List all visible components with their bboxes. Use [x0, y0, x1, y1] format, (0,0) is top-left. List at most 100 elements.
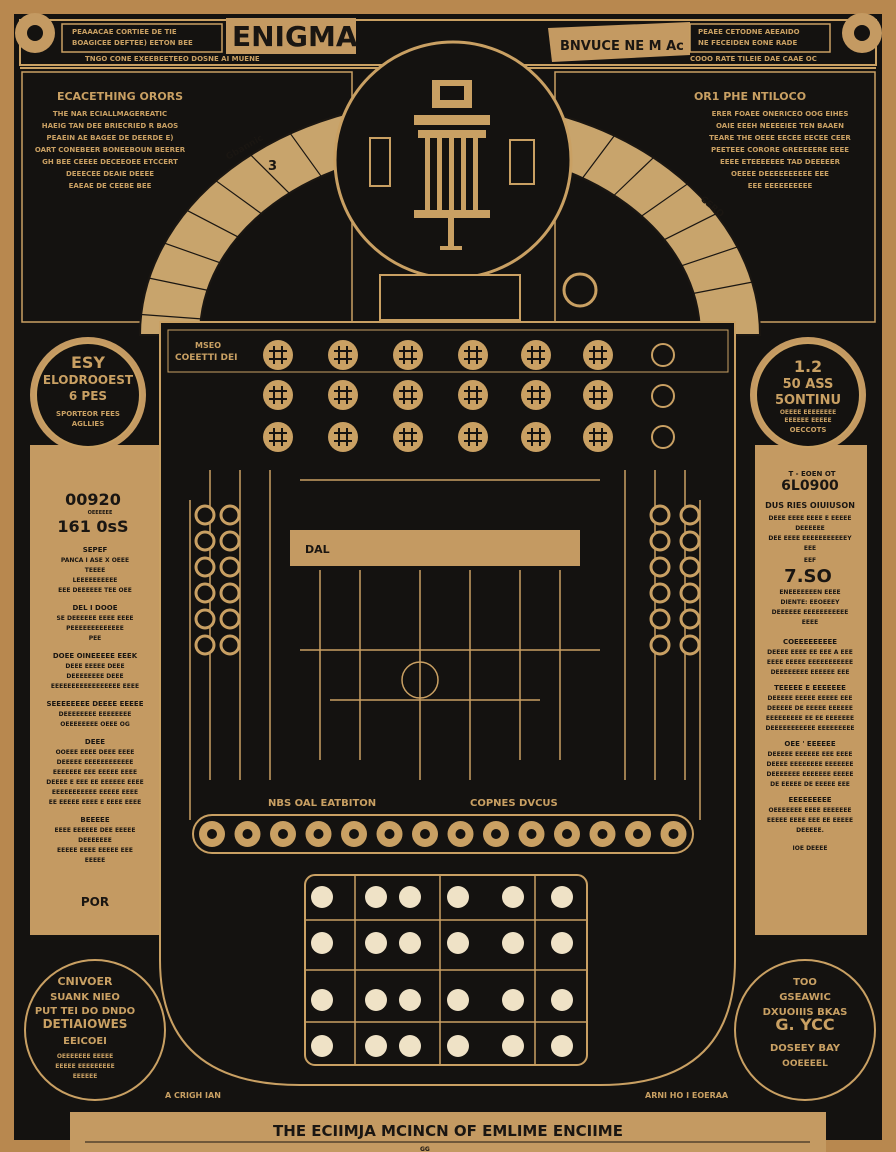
- text-line: EEEE ETEEEEEEE TAD DEEEEER: [720, 158, 841, 166]
- plug-socket[interactable]: [399, 989, 421, 1011]
- header-left-line: PEAAACAE CORTIEE DE TIE: [72, 28, 177, 36]
- text-line: OOEEE EEEE DEEE EEEE: [56, 749, 135, 756]
- plug-socket[interactable]: [447, 1035, 469, 1057]
- plug-socket[interactable]: [447, 932, 469, 954]
- badge-text: OOEEEEL: [782, 1059, 828, 1069]
- badge-text: OEEEEEEE EEEEE: [57, 1053, 113, 1060]
- key-center: [313, 829, 324, 839]
- plug-socket[interactable]: [311, 989, 333, 1011]
- plug-socket[interactable]: [399, 1035, 421, 1057]
- dial-tick: [641, 183, 688, 217]
- plug-socket[interactable]: [502, 989, 524, 1011]
- jack[interactable]: [194, 634, 216, 656]
- panel-footer: POR: [81, 895, 109, 909]
- badge-text: EEEEEE: [73, 1073, 98, 1080]
- big-number: 6L0900: [781, 478, 839, 494]
- lamp-grid: [464, 346, 482, 364]
- title-plate: [226, 18, 356, 54]
- text-line: EEEEEEEEE EE EE EEEEEEE: [766, 715, 854, 722]
- text-line: OEEEEEE: [88, 510, 113, 516]
- lamp-grid: [399, 386, 417, 404]
- plug-socket[interactable]: [365, 989, 387, 1011]
- plug-socket[interactable]: [502, 1035, 524, 1057]
- jack[interactable]: [649, 530, 671, 552]
- big-number: 161 0sS: [57, 517, 128, 536]
- keyboard: [199, 821, 687, 847]
- jack[interactable]: [649, 582, 671, 604]
- text-line: PANCA I ASE X OEEE: [61, 557, 129, 564]
- text-line: DEEEEE EEEEEEEEEEEE: [57, 759, 134, 766]
- text-line: EEEEE: [85, 857, 106, 864]
- plug-socket[interactable]: [365, 886, 387, 908]
- jack[interactable]: [649, 504, 671, 526]
- panel-footer: IOE DEEEE: [793, 845, 828, 852]
- lamp-socket: [651, 343, 675, 367]
- text-line: OEE ' EEEEEE: [784, 740, 835, 748]
- big-number: 00920: [65, 490, 121, 509]
- plug-socket[interactable]: [551, 932, 573, 954]
- jack[interactable]: [219, 582, 241, 604]
- text-line: DE EEEEE DE EEEEE EEE: [770, 781, 850, 788]
- rotor-dial[interactable]: [138, 99, 762, 336]
- plug-socket[interactable]: [447, 886, 469, 908]
- jack[interactable]: [679, 608, 701, 630]
- text-line: PEE: [89, 635, 102, 642]
- jack[interactable]: [649, 634, 671, 656]
- text-line: T - EOEN OT: [788, 470, 835, 478]
- plug-socket[interactable]: [399, 886, 421, 908]
- jack[interactable]: [194, 504, 216, 526]
- dial-ticks: [141, 133, 753, 320]
- jack[interactable]: [649, 556, 671, 578]
- badge-text: PUT TEI DO DNDO: [35, 1006, 135, 1017]
- key-center: [597, 829, 608, 839]
- plug-socket[interactable]: [365, 1035, 387, 1057]
- text-line: DEEEEEEEE DEEE: [66, 673, 123, 680]
- plug-socket[interactable]: [502, 932, 524, 954]
- lampboard: [263, 340, 675, 452]
- lamp-grid: [589, 386, 607, 404]
- jack[interactable]: [194, 582, 216, 604]
- rotor-knob[interactable]: [562, 272, 598, 308]
- jack[interactable]: [194, 556, 216, 578]
- text-line: EEEE: [802, 619, 818, 626]
- jack[interactable]: [194, 608, 216, 630]
- text-line: DIENTE: EEOEEEY: [781, 599, 841, 606]
- badge-text: DOSEEY BAY: [770, 1043, 841, 1054]
- jack[interactable]: [679, 634, 701, 656]
- plug-socket[interactable]: [447, 989, 469, 1011]
- text-line: OEEEE DEEEEEEEEEE EEE: [731, 170, 829, 178]
- badge-text: EEICOEI: [63, 1036, 107, 1047]
- text-line: DEEE EEEEE DEEE: [65, 663, 124, 670]
- plug-socket[interactable]: [502, 886, 524, 908]
- lamp-grid: [527, 346, 545, 364]
- jack[interactable]: [194, 530, 216, 552]
- lamp: [458, 340, 488, 370]
- plug-socket[interactable]: [311, 1035, 333, 1057]
- lamp: [393, 340, 423, 370]
- badge-text: 50 ASS: [783, 377, 834, 392]
- jack[interactable]: [219, 556, 241, 578]
- plug-socket[interactable]: [311, 932, 333, 954]
- plug-socket[interactable]: [551, 989, 573, 1011]
- jack[interactable]: [219, 530, 241, 552]
- badge-text: 1.2: [794, 357, 822, 376]
- jack[interactable]: [219, 608, 241, 630]
- plug-socket[interactable]: [311, 886, 333, 908]
- jack[interactable]: [679, 582, 701, 604]
- lamp: [393, 422, 423, 452]
- plug-socket[interactable]: [365, 932, 387, 954]
- badge-text: 6 PES: [69, 389, 107, 403]
- plug-socket[interactable]: [399, 932, 421, 954]
- jack[interactable]: [219, 634, 241, 656]
- plug-socket[interactable]: [551, 886, 573, 908]
- jack[interactable]: [679, 530, 701, 552]
- lamp: [328, 380, 358, 410]
- jack[interactable]: [679, 504, 701, 526]
- plug-socket[interactable]: [551, 1035, 573, 1057]
- jack[interactable]: [649, 608, 671, 630]
- jack[interactable]: [219, 504, 241, 526]
- jack[interactable]: [679, 556, 701, 578]
- text-line: EEE: [804, 545, 816, 552]
